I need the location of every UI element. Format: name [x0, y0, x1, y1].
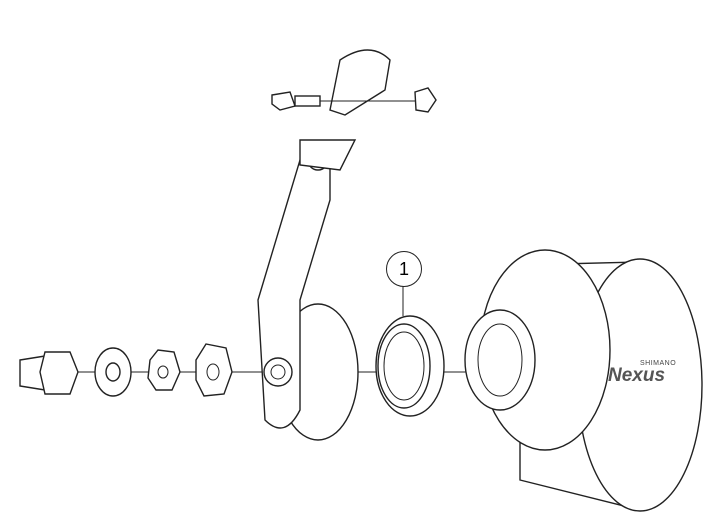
lock-washer [94, 347, 132, 397]
callout-number: 1 [386, 251, 422, 287]
mounting-bracket [271, 49, 437, 171]
hub-model-label: Nexus [608, 365, 666, 386]
hub-brand-label: SHIMANO [640, 360, 677, 367]
ball-bearing-retainer[interactable] [375, 315, 445, 417]
cassette-joint-arm [257, 149, 359, 441]
cap-nut [19, 351, 79, 395]
nut-1 [147, 349, 181, 391]
nut-2 [195, 343, 233, 397]
hub-shell[interactable] [464, 249, 703, 512]
